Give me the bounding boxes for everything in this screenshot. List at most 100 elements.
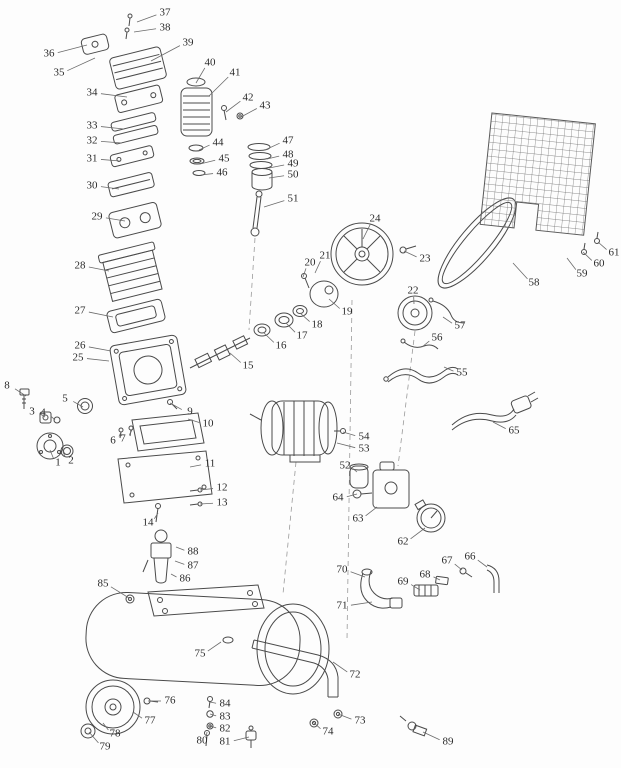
- part-label-37: 37: [160, 7, 172, 19]
- leader-line-82: [209, 725, 217, 729]
- leader-line-39: [150, 45, 181, 62]
- leader-line-74: [312, 721, 321, 729]
- leader-line-67: [454, 563, 463, 571]
- part-piston: [252, 169, 272, 191]
- leader-line-35: [67, 57, 96, 72]
- part-label-62: 62: [398, 536, 409, 548]
- leader-line-25: [86, 358, 110, 362]
- part-label-19: 19: [342, 306, 354, 318]
- leader-line-18: [299, 312, 310, 322]
- part-label-72: 72: [350, 669, 361, 681]
- part-label-11: 11: [205, 458, 216, 470]
- leader-line-34: [100, 93, 128, 98]
- part-label-47: 47: [283, 135, 295, 147]
- part-label-84: 84: [220, 698, 232, 710]
- part-label-78: 78: [110, 728, 122, 740]
- part-label-28: 28: [75, 260, 87, 272]
- part-label-9: 9: [187, 406, 193, 418]
- leader-line-78: [102, 722, 109, 731]
- leader-line-61: [597, 241, 607, 250]
- part-label-24: 24: [370, 213, 382, 225]
- part-label-58: 58: [529, 277, 541, 289]
- part-washer-4: [54, 417, 60, 423]
- leader-line-41: [208, 76, 229, 97]
- leader-line-28: [88, 266, 110, 272]
- leader-line-24: [362, 223, 371, 240]
- leader-line-7: [129, 429, 133, 435]
- part-guard-screws: [582, 232, 600, 255]
- part-breather-plug: [20, 389, 29, 409]
- leader-line-45: [199, 159, 216, 165]
- part-screws-37-38: [125, 14, 132, 39]
- part-label-61: 61: [609, 247, 620, 259]
- part-bolt-20-21: [302, 274, 310, 289]
- part-pressure-gauge: [415, 500, 445, 532]
- part-label-30: 30: [87, 180, 99, 192]
- leader-line-42: [225, 100, 241, 113]
- leader-line-52: [352, 468, 358, 473]
- part-wiring: [384, 298, 464, 383]
- part-washer-79: [81, 724, 95, 738]
- part-valve-cover: [80, 33, 109, 55]
- leader-line-63: [365, 506, 378, 517]
- leader-line-44: [198, 144, 210, 151]
- part-label-21: 21: [320, 250, 331, 262]
- leader-line-1: [49, 449, 54, 459]
- part-label-60: 60: [594, 258, 606, 270]
- part-bolt-80: [205, 731, 210, 747]
- part-label-15: 15: [243, 360, 255, 372]
- leader-line-19: [328, 298, 340, 309]
- part-label-41: 41: [230, 67, 241, 79]
- leader-line-38: [133, 28, 157, 33]
- leader-line-77: [132, 711, 143, 719]
- leader-line-16: [263, 332, 275, 343]
- leader-line-31: [100, 159, 121, 162]
- part-label-88: 88: [188, 546, 200, 558]
- part-tank: [84, 585, 329, 694]
- part-plug-73: [334, 710, 342, 718]
- leader-line-36: [57, 44, 88, 54]
- part-label-43: 43: [260, 100, 272, 112]
- leader-line-6: [118, 431, 122, 437]
- part-air-filter: [181, 78, 212, 136]
- part-motor-bolt-54: [334, 429, 346, 434]
- part-label-54: 54: [359, 431, 371, 443]
- part-valve-81: [246, 726, 256, 748]
- part-label-73: 73: [355, 715, 367, 727]
- part-cylinder-gasket: [106, 299, 166, 334]
- part-label-87: 87: [188, 560, 200, 572]
- part-label-70: 70: [337, 564, 349, 576]
- part-base-gasket: [132, 413, 204, 451]
- leader-line-62: [410, 527, 426, 540]
- part-label-38: 38: [160, 22, 172, 34]
- part-label-34: 34: [87, 87, 99, 99]
- leader-line-33: [100, 126, 125, 130]
- part-label-32: 32: [87, 135, 98, 147]
- part-label-83: 83: [220, 711, 232, 723]
- part-label-31: 31: [87, 153, 98, 165]
- part-label-26: 26: [75, 340, 87, 352]
- part-nipple-68: [436, 576, 449, 585]
- part-head-plate: [114, 84, 163, 113]
- leader-line-69: [410, 584, 421, 591]
- part-check-valve-69: [414, 585, 438, 596]
- leader-line-84: [209, 701, 217, 704]
- leader-line-66: [477, 559, 488, 568]
- leader-line-20: [302, 268, 307, 278]
- part-label-53: 53: [359, 443, 371, 455]
- part-label-71: 71: [337, 600, 348, 612]
- part-crankshaft: [190, 336, 250, 368]
- leader-line-27: [88, 311, 114, 318]
- part-label-69: 69: [398, 576, 410, 588]
- part-label-77: 77: [145, 715, 157, 727]
- part-label-48: 48: [283, 149, 295, 161]
- part-label-36: 36: [44, 48, 56, 60]
- leader-line-83: [209, 713, 217, 717]
- leader-line-13: [199, 502, 214, 505]
- leader-line-48: [266, 155, 280, 160]
- leader-line-14: [154, 512, 159, 519]
- part-label-80: 80: [197, 735, 209, 747]
- leader-line-57: [442, 316, 453, 324]
- leader-line-30: [100, 186, 120, 190]
- part-washer-74: [310, 719, 318, 727]
